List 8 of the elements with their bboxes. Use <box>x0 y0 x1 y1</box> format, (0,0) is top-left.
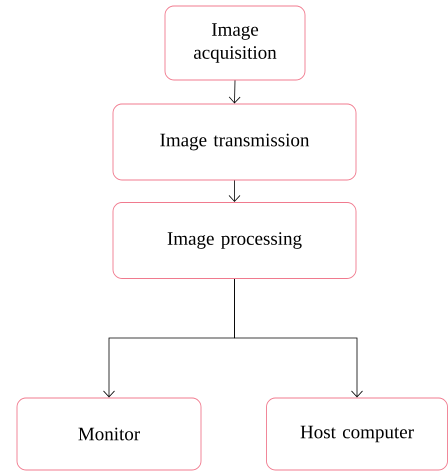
process-box: Image processing <box>112 202 356 279</box>
arrow <box>234 278 363 398</box>
arrow <box>228 180 240 202</box>
process-box: Image acquisition <box>164 6 306 80</box>
process-box: Monitor <box>16 398 202 470</box>
process-box: Image transmission <box>112 104 356 180</box>
arrow <box>228 80 241 104</box>
process-box: Host computer <box>266 398 448 470</box>
